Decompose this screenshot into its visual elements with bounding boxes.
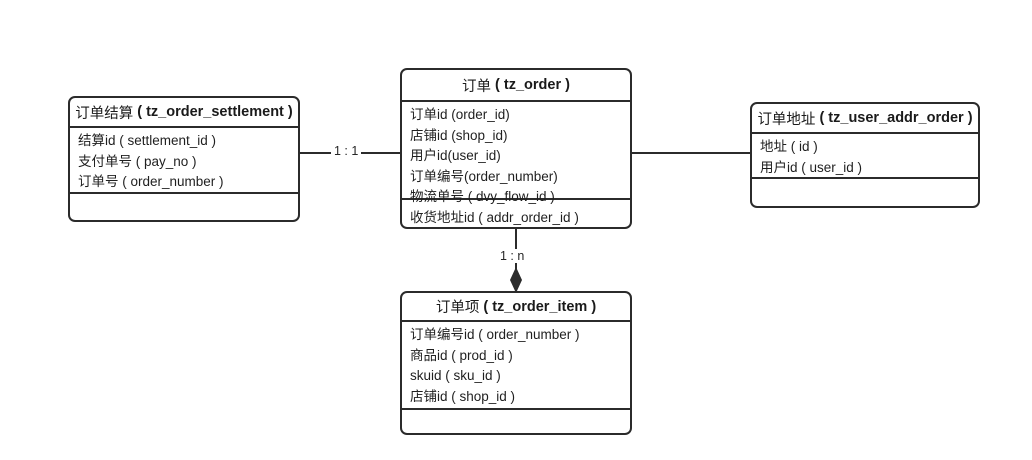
attribute-row: 订单号 ( order_number ) — [78, 174, 224, 189]
attribute-row: skuid ( sku_id ) — [410, 368, 501, 383]
entity-title-table-order: ( tz_order ) — [495, 77, 570, 93]
entity-attributes-order-settlement: 结算id ( settlement_id ) 支付单号 ( pay_no ) 订… — [70, 128, 298, 194]
attribute-row: 店铺id (shop_id) — [410, 127, 508, 143]
attribute-row: 用户id ( user_id ) — [760, 159, 863, 175]
entity-title-cn-order-item: 订单项 — [435, 300, 480, 316]
entity-title-table-order-settlement: ( tz_order_settlement ) — [137, 104, 293, 120]
entity-title-cn-order-address: 订单地址 — [757, 111, 816, 128]
edge-order-address — [631, 152, 751, 154]
edge-label-order-orderitem: 1 : n — [497, 249, 528, 263]
edge-order-orderitem — [515, 227, 517, 270]
entity-title-table-order-address: ( tz_user_addr_order ) — [819, 110, 973, 126]
entity-footer-order-settlement — [70, 194, 298, 220]
attribute-row: 订单编号id ( order_number ) — [410, 327, 580, 342]
entity-attributes-order-item: 订单编号id ( order_number ) 商品id ( prod_id )… — [402, 322, 630, 410]
attribute-row: 结算id ( settlement_id ) — [78, 133, 217, 148]
entity-title-order-address: 订单地址 ( tz_user_addr_order ) — [752, 104, 978, 134]
entity-footer-order-address — [752, 179, 978, 206]
entity-title-order-item: 订单项 ( tz_order_item ) — [402, 293, 630, 322]
entity-order-settlement[interactable]: 订单结算 ( tz_order_settlement ) 结算id ( sett… — [68, 96, 300, 222]
entity-title-cn-order-settlement: 订单结算 — [75, 105, 134, 122]
entity-order-address[interactable]: 订单地址 ( tz_user_addr_order ) 地址 ( id ) 用户… — [750, 102, 980, 208]
entity-footer-order-item — [402, 410, 630, 433]
entity-order[interactable]: 订单 ( tz_order ) 订单id (order_id) 店铺id (sh… — [400, 68, 632, 229]
attribute-row: 用户id(user_id) — [410, 148, 501, 163]
entity-attributes-order: 订单id (order_id) 店铺id (shop_id) 用户id(user… — [402, 102, 630, 225]
attribute-row: 商品id ( prod_id ) — [410, 347, 513, 363]
attribute-row: 店铺id ( shop_id ) — [410, 388, 516, 404]
entity-title-cn-order: 订单 — [462, 78, 492, 95]
attribute-row: 收货地址id ( addr_order_id ) — [410, 209, 579, 225]
edge-label-settlement-order: 1 : 1 — [331, 144, 362, 158]
attribute-row: 订单编号(order_number) — [410, 168, 558, 184]
entity-order-item[interactable]: 订单项 ( tz_order_item ) 订单编号id ( order_num… — [400, 291, 632, 435]
attribute-row: 支付单号 ( pay_no ) — [78, 153, 197, 169]
attribute-row: 地址 ( id ) — [760, 139, 818, 154]
entity-title-order-settlement: 订单结算 ( tz_order_settlement ) — [70, 98, 298, 128]
attribute-row: 物流单号 ( dvy_flow_id ) — [410, 189, 555, 204]
entity-title-table-order-item: ( tz_order_item ) — [483, 298, 597, 315]
entity-attributes-order-address: 地址 ( id ) 用户id ( user_id ) — [752, 134, 978, 179]
attribute-row: 订单id (order_id) — [410, 107, 510, 122]
entity-title-order: 订单 ( tz_order ) — [402, 70, 630, 102]
